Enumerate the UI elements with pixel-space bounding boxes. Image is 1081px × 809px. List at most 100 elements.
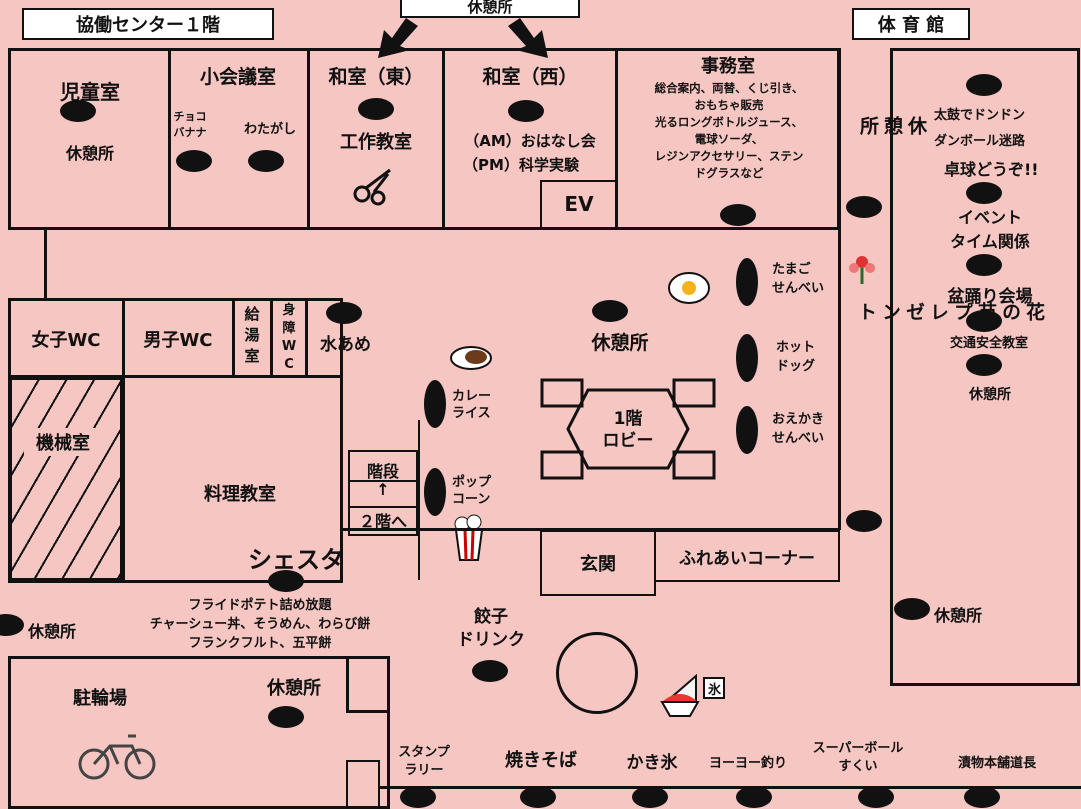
mizuame-label: 水あめ bbox=[320, 335, 371, 355]
stall-marker bbox=[472, 660, 508, 682]
bike-parking-block bbox=[8, 656, 390, 809]
craft-class-label: 工作教室 bbox=[340, 132, 412, 153]
children-rest-label: 休憩所 bbox=[65, 144, 114, 163]
choco-banana-label: チョコ バナナ bbox=[173, 110, 207, 139]
stall-marker bbox=[736, 258, 758, 306]
lobby-table bbox=[540, 378, 716, 480]
stall-marker bbox=[966, 310, 1002, 332]
stall-marker bbox=[846, 196, 882, 218]
fureai-corner: ふれあいコーナー bbox=[654, 530, 840, 582]
am-story-label: （AM）おはなし会 bbox=[464, 132, 596, 150]
left-wing bbox=[8, 298, 343, 583]
entrance-label: 玄関 bbox=[580, 554, 616, 575]
lobby-rest-label: 休憩所 bbox=[591, 332, 649, 354]
machine-room-label: 機械室 bbox=[24, 428, 102, 456]
to-2f-label: ２階へ bbox=[358, 512, 407, 531]
floor-title: 協働センター１階 bbox=[22, 8, 274, 40]
women-wc-label: 女子WC bbox=[31, 330, 101, 351]
stall-marker bbox=[736, 334, 758, 382]
stall-marker bbox=[424, 468, 446, 516]
popcorn-label: ポップ コーン bbox=[452, 475, 492, 507]
stall-marker bbox=[326, 302, 362, 324]
flower-icon bbox=[849, 256, 875, 284]
stairs-arrow-icon: ↑ bbox=[376, 480, 390, 499]
wataame-label: わたがし bbox=[243, 122, 296, 137]
cardboard-maze-label: ダンボール迷路 bbox=[934, 134, 1026, 149]
superball-label: スーパーボール すくい bbox=[812, 741, 904, 774]
bike-parking-label: 駐輪場 bbox=[73, 688, 127, 709]
oekaki-label: おえかき せんべい bbox=[772, 412, 825, 446]
stall-marker bbox=[966, 182, 1002, 204]
stall-marker bbox=[0, 614, 24, 636]
siesta-label: シェスタ bbox=[248, 546, 344, 574]
curry-label: カレー ライス bbox=[452, 389, 492, 421]
washitsu-east-label: 和室（東） bbox=[328, 66, 424, 88]
taiko-label: 太鼓でドンドン bbox=[934, 108, 1026, 123]
kakigori-label: かき氷 bbox=[626, 753, 678, 773]
men-wc-label: 男子WC bbox=[143, 330, 213, 351]
hotdog-label: ホット ドッグ bbox=[776, 340, 816, 374]
stall-marker bbox=[846, 510, 882, 532]
yoyo-label: ヨーヨー釣り bbox=[708, 756, 787, 771]
stall-marker bbox=[736, 786, 772, 808]
stall-marker bbox=[592, 300, 628, 322]
stall-marker bbox=[736, 406, 758, 454]
stall-marker bbox=[858, 786, 894, 808]
stairs-label: 階段 bbox=[366, 462, 399, 481]
children-room-label: 児童室 bbox=[60, 80, 120, 104]
roundabout-circle bbox=[556, 632, 638, 714]
machine-room bbox=[10, 378, 122, 580]
stall-marker bbox=[964, 786, 1000, 808]
small-meeting-label: 小会議室 bbox=[199, 66, 276, 88]
bottom-rest-label: 休憩所 bbox=[267, 678, 321, 699]
stall-marker bbox=[424, 380, 446, 428]
fried-egg-icon bbox=[668, 272, 710, 304]
stall-marker bbox=[966, 74, 1002, 96]
shogai-wc-label: 身 障 W C bbox=[281, 303, 297, 372]
stall-marker bbox=[966, 354, 1002, 376]
office-label: 事務室 bbox=[701, 56, 755, 77]
stall-marker bbox=[358, 98, 394, 120]
shaved-ice-icon: 氷 bbox=[660, 673, 725, 717]
flower-present-label: 花 の 苗 プ レ ゼ ン ト bbox=[855, 302, 1045, 323]
gyoza-drink-label: 餃子 ドリンク bbox=[457, 607, 525, 650]
pingpong-label: 卓球どうぞ!! bbox=[944, 160, 1039, 179]
stall-marker bbox=[720, 204, 756, 226]
stairs[interactable]: 階段 ↑ ２階へ bbox=[348, 450, 418, 536]
bicycle-icon bbox=[78, 734, 156, 780]
elevator-label: EV bbox=[564, 192, 594, 216]
cooking-room-label: 料理教室 bbox=[204, 484, 276, 505]
side-rest-label: 休 憩 所 bbox=[857, 116, 927, 137]
curry-icon bbox=[450, 346, 492, 370]
washitsu-west-label: 和室（西） bbox=[482, 66, 578, 88]
top-rest-box: 休憩所 bbox=[400, 0, 580, 18]
stall-marker bbox=[894, 598, 930, 620]
bottom-post bbox=[346, 760, 380, 809]
lobby-label: 1階 ロビー bbox=[602, 409, 654, 451]
entrance: 玄関 bbox=[540, 530, 656, 596]
traffic-safety-label: 交通安全教室 bbox=[949, 336, 1028, 351]
stall-marker bbox=[520, 786, 556, 808]
tsukemono-label: 漬物本舗道長 bbox=[957, 756, 1036, 771]
top-rest-label: 休憩所 bbox=[467, 0, 513, 16]
pm-science-label: （PM）科学実験 bbox=[463, 156, 579, 174]
stall-marker bbox=[508, 100, 544, 122]
event-time-label: イベント タイム関係 bbox=[950, 208, 1030, 251]
office-info-text: 総合案内、両替、くじ引き、 おもちゃ販売 光るロングボトルジュース、 電球ソーダ… bbox=[654, 81, 804, 180]
elevator: EV bbox=[540, 180, 618, 230]
stall-marker bbox=[248, 150, 284, 172]
scissors-icon bbox=[353, 168, 391, 206]
svg-text:氷: 氷 bbox=[708, 682, 722, 698]
stamp-rally-label: スタンプ ラリー bbox=[398, 745, 450, 778]
fureai-label: ふれあいコーナー bbox=[679, 549, 815, 569]
popcorn-icon bbox=[454, 514, 484, 561]
stall-marker bbox=[60, 100, 96, 122]
gym-block bbox=[890, 48, 1080, 686]
left-rest-label: 休憩所 bbox=[28, 622, 77, 641]
stall-marker bbox=[268, 570, 304, 592]
food-list-text: フライドポテト詰め放題 チャーシュー丼、そうめん、わらび餅 フランクフルト、五平… bbox=[149, 598, 371, 651]
kyuto-label: 給 湯 室 bbox=[244, 305, 260, 365]
yakisoba-label: 焼きそば bbox=[505, 750, 577, 771]
stall-marker bbox=[400, 786, 436, 808]
right-rest-label: 休憩所 bbox=[934, 606, 983, 625]
